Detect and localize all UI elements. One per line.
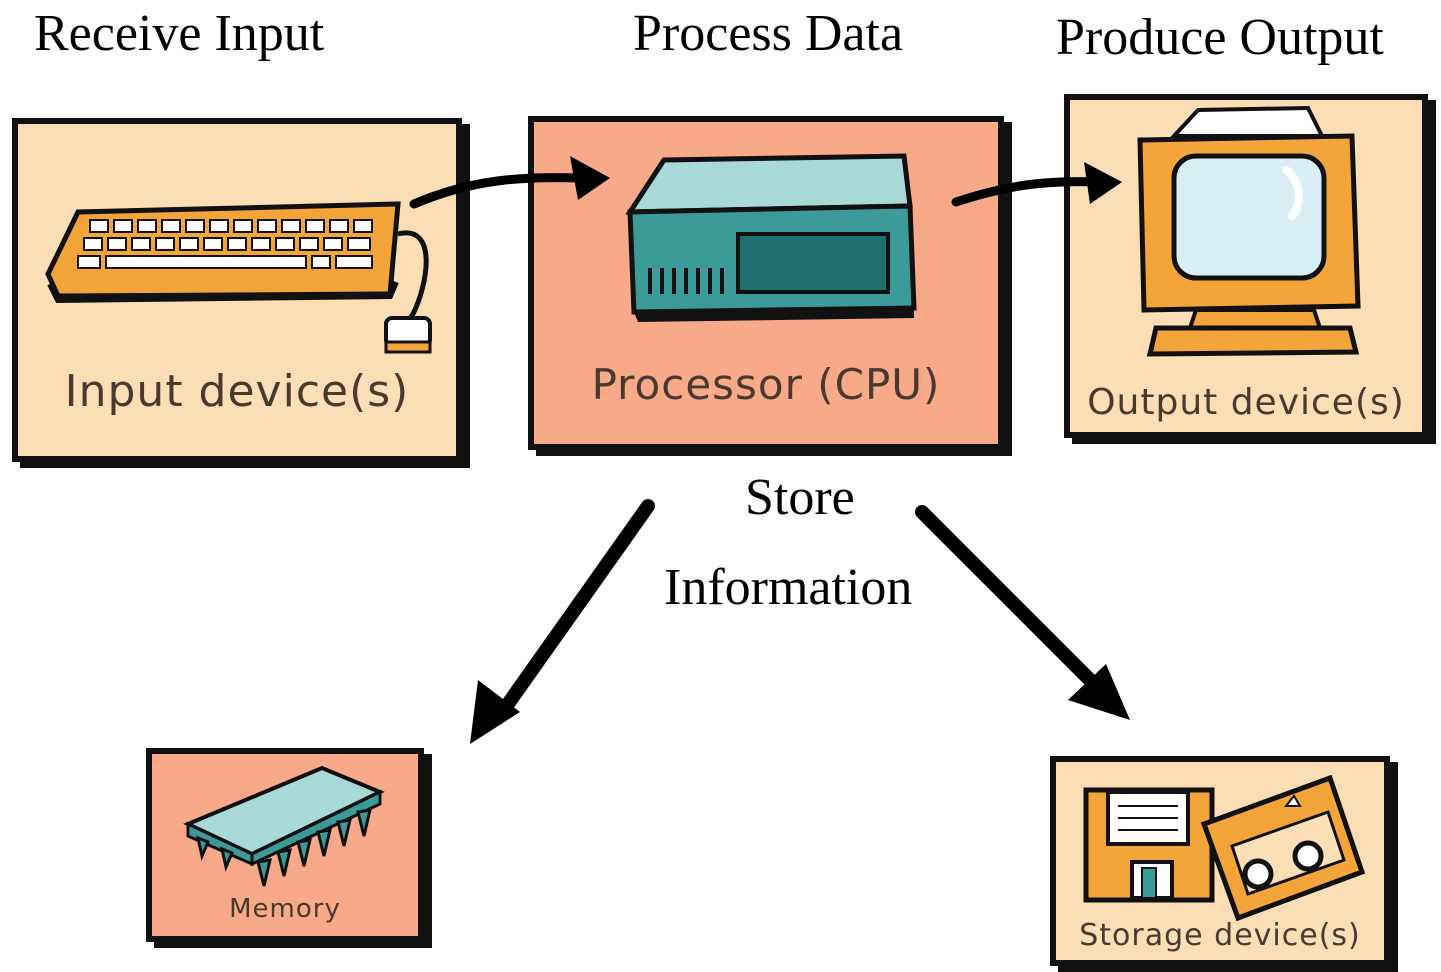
keyboard-icon [45, 201, 432, 354]
output-device-label: Output device(s) [1087, 382, 1405, 423]
memory-card: Memory [146, 748, 424, 942]
storage-device-label: Storage device(s) [1079, 918, 1361, 953]
heading-receive-input: Receive Input [34, 5, 325, 62]
arrow-input-to-processor [409, 173, 585, 209]
processor-label: Processor (CPU) [591, 360, 941, 409]
storage-device-card: Storage device(s) [1050, 756, 1390, 966]
heading-process-data: Process Data [633, 5, 904, 62]
arrowhead-input-to-processor [570, 156, 610, 200]
arrowhead-processor-to-output [1084, 162, 1122, 204]
memory-chip-icon [183, 765, 385, 887]
arrowhead-to-memory [470, 680, 520, 744]
memory-label: Memory [229, 894, 341, 924]
arrowheads [470, 156, 1130, 744]
heading-store: Store [745, 469, 855, 526]
arrowhead-to-storage [1068, 664, 1130, 720]
output-device-card: Output device(s) [1064, 94, 1428, 438]
cpu-box-icon [625, 153, 917, 322]
arrow-to-storage [915, 505, 1107, 697]
arrow-to-memory [491, 499, 655, 725]
storage-media-icon [1083, 774, 1366, 922]
input-device-label: Input device(s) [64, 366, 410, 417]
heading-produce-output: Produce Output [1056, 9, 1384, 66]
heading-information: Information [664, 559, 913, 616]
input-device-card: Input device(s) [12, 118, 462, 462]
arrow-processor-to-output [951, 177, 1107, 207]
monitor-icon [1137, 105, 1361, 357]
processor-card: Processor (CPU) [528, 116, 1004, 450]
